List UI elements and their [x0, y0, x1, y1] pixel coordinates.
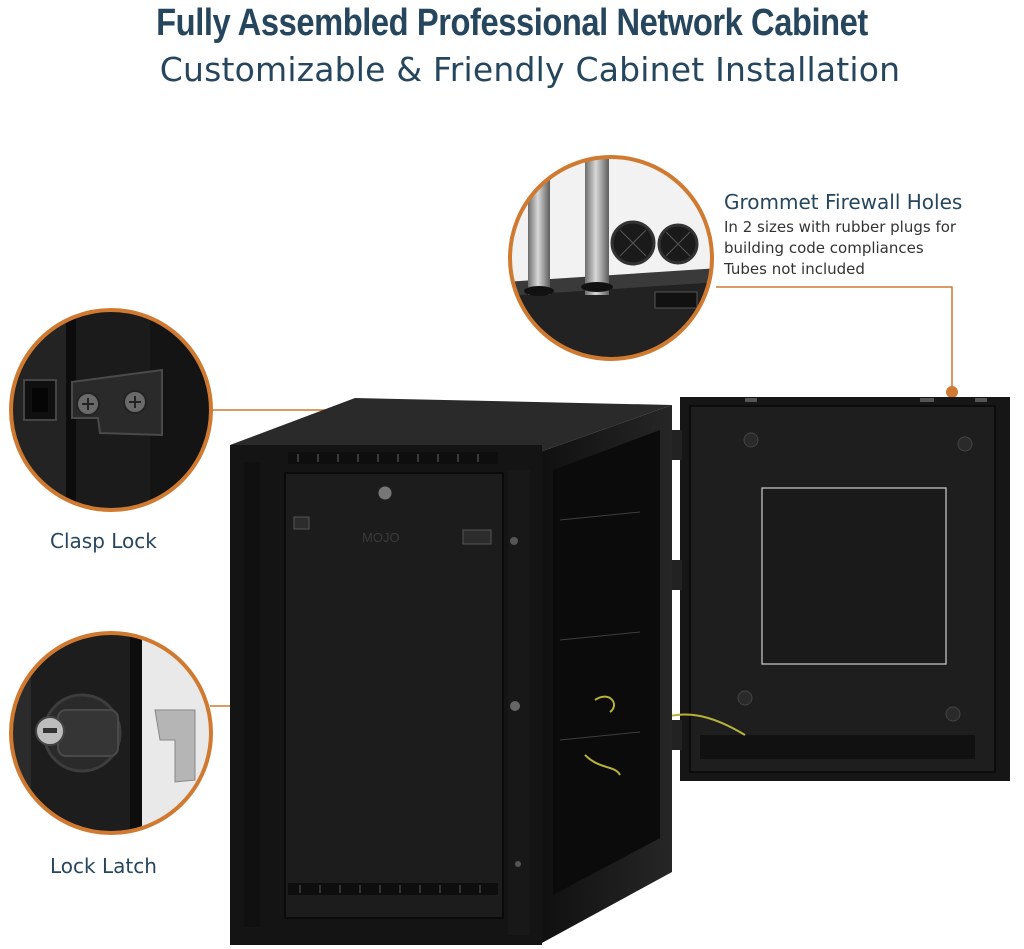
grommet-callout-heading: Grommet Firewall Holes — [724, 190, 963, 214]
grommet-callout-line-1: In 2 sizes with rubber plugs for — [724, 218, 957, 236]
grommet-detail-photo — [508, 155, 714, 361]
cabinet-body — [230, 398, 672, 945]
page-title: Fully Assembled Professional Network Cab… — [156, 2, 868, 44]
cabinet-door — [639, 397, 1010, 781]
page-subtitle: Customizable & Friendly Cabinet Installa… — [159, 50, 901, 89]
clasp-lock-detail-photo — [9, 308, 213, 512]
lock-latch-detail-photo — [9, 631, 213, 835]
grommet-callout-line-2: building code compliances — [724, 239, 924, 257]
grommet-connector — [716, 286, 953, 390]
grommet-callout: Grommet Firewall Holes In 2 sizes with r… — [724, 190, 1014, 280]
lock-latch-label: Lock Latch — [50, 854, 157, 878]
grommet-callout-line-3: Tubes not included — [724, 260, 865, 278]
grommet-marker — [946, 386, 958, 398]
clasp-lock-label: Clasp Lock — [50, 529, 157, 553]
brand-mark: MOJO — [362, 530, 400, 545]
